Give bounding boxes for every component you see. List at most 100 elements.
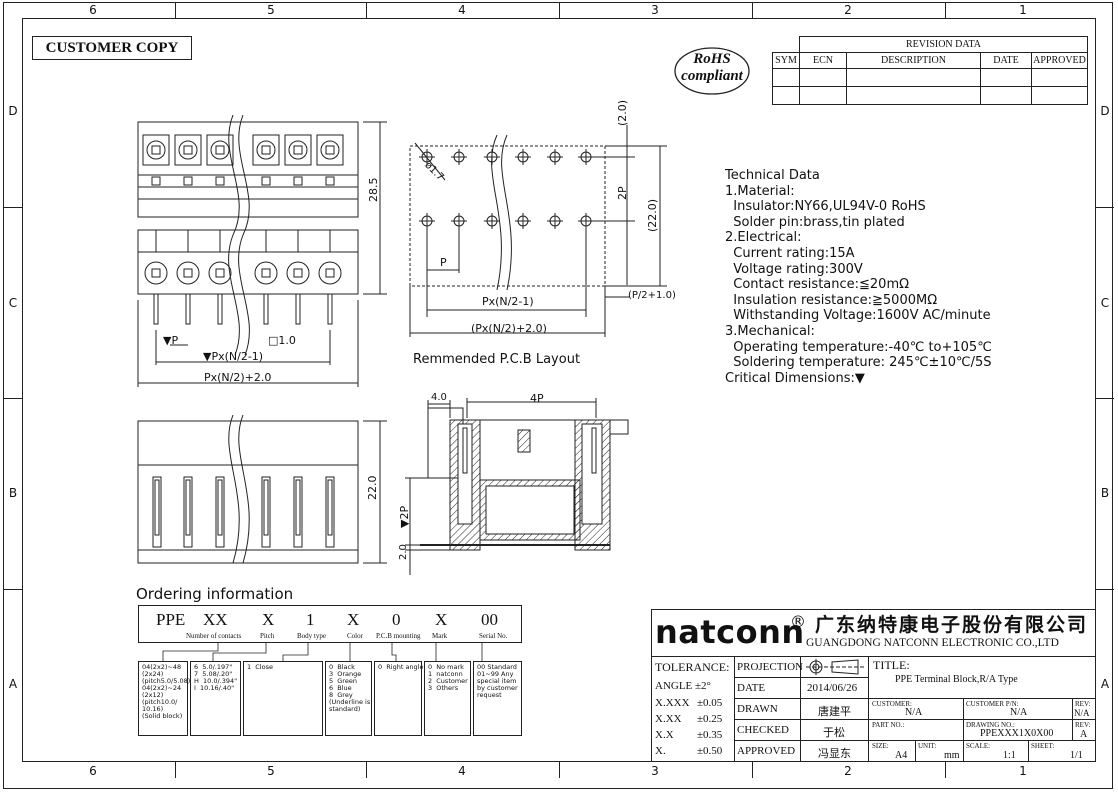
order-code-pcb: 0	[392, 610, 401, 629]
revision-title: REVISION DATA	[799, 36, 1088, 53]
front-view-drawing	[137, 115, 387, 387]
order-label-serial: Serial No.	[479, 632, 508, 640]
zone-right-B: B	[1100, 486, 1110, 500]
rev-value-2: A	[1080, 729, 1088, 740]
tolerance-label: TOLERANCE:	[655, 660, 730, 674]
rohs-badge: RoHS compliant	[673, 46, 751, 96]
pcb-22-0: (22.0)	[646, 198, 659, 232]
sec-2p: ▼2P	[398, 505, 411, 528]
rev-header-approved: APPROVED	[1031, 52, 1088, 69]
order-code-contacts: XX	[203, 610, 228, 629]
sec-2-0: 2.0	[398, 544, 409, 560]
ordering-title: Ordering information	[136, 585, 294, 603]
date-label: DATE	[737, 682, 766, 694]
approved-value: 冯显东	[818, 748, 851, 760]
customer-value: N/A	[905, 707, 923, 718]
order-box-pcb: 0 Right angle	[374, 661, 423, 736]
ordering-connectors	[162, 643, 483, 661]
order-label-pcb: P.C.B mounting	[376, 632, 421, 640]
outer-frame	[3, 2, 1113, 789]
rohs-line1: RoHS	[693, 51, 731, 67]
customer-copy-label: CUSTOMER COPY	[32, 36, 192, 60]
zone-top-5: 5	[267, 3, 275, 17]
order-label-mark: Mark	[432, 632, 448, 640]
title-block	[651, 609, 1096, 762]
order-code-ppe: PPE	[156, 610, 186, 629]
tol-xxx-label: X.XXX	[655, 697, 690, 709]
tol-xxx-value: ±0.05	[697, 697, 723, 709]
registered-mark: ®	[790, 612, 806, 631]
zone-top-6: 6	[89, 3, 97, 17]
drawn-value: 唐建平	[818, 706, 851, 718]
zone-right-A: A	[1100, 677, 1110, 691]
scale-value: 1:1	[1003, 750, 1016, 761]
order-code-body: 1	[306, 610, 315, 629]
date-value: 2014/06/26	[807, 682, 858, 694]
order-code-pitch: X	[262, 610, 275, 629]
zone-left-B: B	[8, 486, 18, 500]
zone-top-2: 2	[844, 3, 852, 17]
scale-label: SCALE:	[966, 742, 991, 750]
sheet-label: SHEET:	[1031, 742, 1055, 750]
zone-right-D: D	[1100, 104, 1110, 118]
projection-symbol-icon	[806, 659, 864, 675]
rev-label-2: REV:	[1075, 721, 1091, 729]
zone-bottom-5: 5	[267, 764, 275, 778]
approved-label: APPROVED	[737, 745, 796, 757]
rev-label-1: REV:	[1075, 700, 1091, 708]
company-name-en: GUANGDONG NATCONN ELECTRONIC CO.,LTD	[806, 637, 1059, 649]
order-label-pitch: Pitch	[260, 632, 275, 640]
pcb-p2: (P/2+1.0)	[628, 290, 676, 301]
sheet-value: 1/1	[1070, 750, 1083, 761]
zone-bottom-6: 6	[89, 764, 97, 778]
unit-value: mm	[944, 750, 960, 761]
zone-left-D: D	[8, 104, 18, 118]
checked-value: 于松	[823, 727, 845, 739]
rev-header-description: DESCRIPTION	[846, 52, 981, 69]
checked-label: CHECKED	[737, 724, 789, 736]
zone-top-1: 1	[1019, 3, 1027, 17]
tol-0-value: ±0.50	[697, 745, 723, 757]
tol-xx-value: ±0.25	[697, 713, 723, 725]
ordering-code-box	[138, 605, 522, 643]
pcb-2-0: (2.0)	[616, 99, 629, 126]
order-box-contacts: 04(2x2)~48 (2x24) (pitch5.0/5.08) 04(2x2…	[138, 661, 190, 736]
order-label-body: Body type	[297, 632, 326, 640]
customer-label: CUSTOMER:	[872, 700, 912, 708]
order-code-mark: X	[435, 610, 448, 629]
angle-tolerance: ANGLE ±2°	[655, 680, 711, 692]
dim-px-n2-1-front: ▼Px(N/2-1)	[203, 350, 264, 363]
rev-header-sym: SYM	[772, 52, 800, 69]
company-name-cn: 广东纳特康电子股份有限公司	[815, 615, 1089, 636]
pcb-p: P	[440, 256, 447, 269]
technical-data: Technical Data 1.Material: Insulator:NY6…	[725, 168, 992, 386]
inner-frame	[22, 18, 1096, 762]
order-code-color: X	[347, 610, 360, 629]
dim-28-5: 28.5	[367, 177, 380, 203]
tol-x-value: ±0.35	[697, 729, 723, 741]
size-value: A4	[895, 750, 908, 761]
order-box-body: 1 Close	[243, 661, 323, 736]
tol-xx-label: X.XX	[655, 713, 682, 725]
zone-left-A: A	[8, 677, 18, 691]
customer-pn-label: CUSTOMER P/N:	[966, 700, 1019, 708]
zone-bottom-2: 2	[844, 764, 852, 778]
zone-bottom-3: 3	[651, 764, 659, 778]
zone-right-C: C	[1100, 296, 1110, 310]
zone-top-3: 3	[651, 3, 659, 17]
rev-value-1: N/A	[1074, 708, 1090, 718]
dim-sq-1-0: □1.0	[268, 334, 296, 347]
part-no-label: PART NO.:	[872, 721, 905, 729]
order-code-serial: 00	[481, 610, 498, 629]
drawing-no-value: PPEXXX1X0X00	[980, 728, 1054, 739]
rev-header-ecn: ECN	[799, 52, 847, 69]
pcb-px-n2-1: Px(N/2-1)	[482, 295, 534, 308]
dim-p-front: ▼P	[163, 334, 179, 347]
zone-top-4: 4	[458, 3, 466, 17]
natconn-logo: natconn	[655, 613, 805, 651]
dim-px-n2-2-front: Px(N/2)+2.0	[204, 371, 272, 384]
rev-header-date: DATE	[980, 52, 1032, 69]
drawing-no-label: DRAWING NO.:	[966, 721, 1015, 729]
tol-x-label: X.X	[655, 729, 674, 741]
zone-bottom-1: 1	[1019, 764, 1027, 778]
